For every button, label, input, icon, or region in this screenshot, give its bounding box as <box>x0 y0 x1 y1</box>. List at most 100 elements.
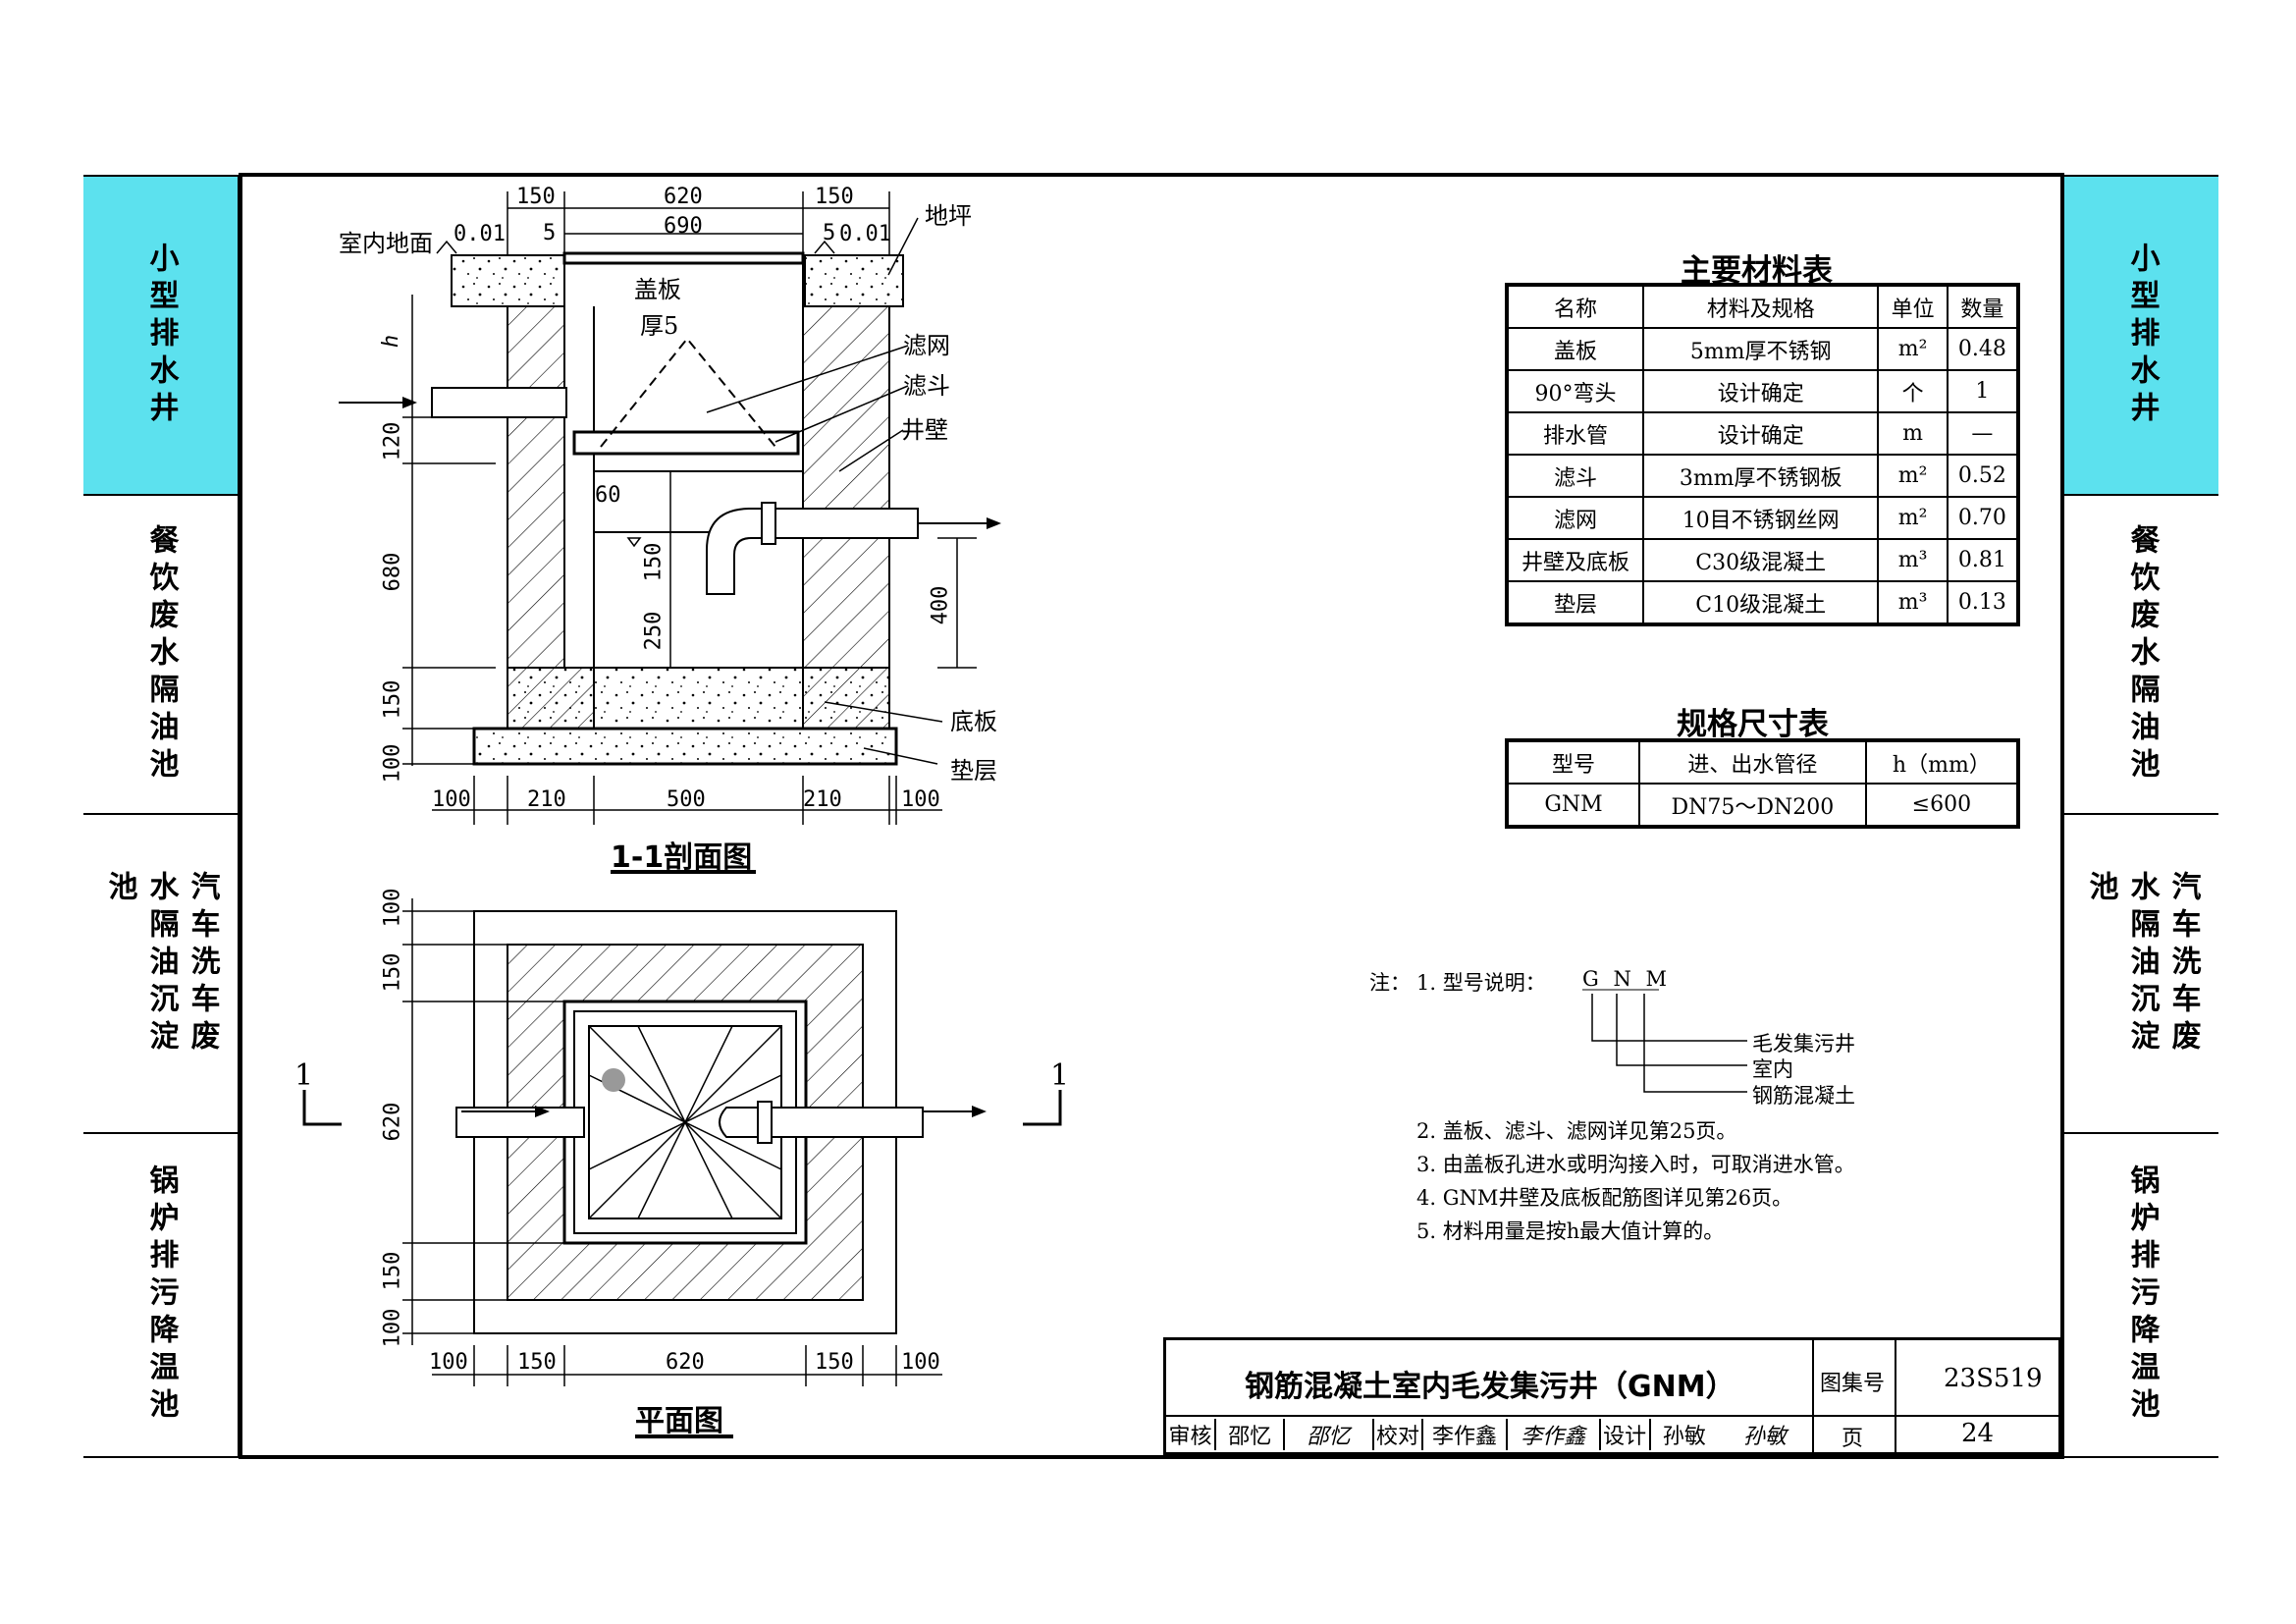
design-label: 设计 <box>1601 1419 1651 1450</box>
table-row: 滤斗 3mm厚不锈钢板 m² 0.52 <box>1506 454 2020 498</box>
dim-bottom-100-left: 100 <box>432 787 471 812</box>
cell: 滤斗 <box>1506 454 1644 498</box>
plan-dim-h100-right: 100 <box>901 1350 940 1375</box>
spec-table: 型号 进、出水管径 h（mm） GNM DN75～DN200 ≤600 <box>1505 738 2020 829</box>
tab-label: 汽车洗车废水隔油沉淀池 <box>2083 870 2201 1057</box>
cell: 0.81 <box>1946 538 2020 582</box>
table-row: 垫层 C10级混凝土 m³ 0.13 <box>1506 580 2020 625</box>
plan-elbow <box>719 1107 759 1138</box>
plan-drain-spot <box>602 1068 625 1092</box>
floor-elev-left: 0.01 <box>454 222 506 246</box>
inlet-pipe <box>431 387 567 418</box>
dim-top-620: 620 <box>664 185 703 209</box>
cushion-label: 垫层 <box>950 757 997 785</box>
dim-bottom-100-right: 100 <box>901 787 940 812</box>
table-row: 排水管 设计确定 m — <box>1506 411 2020 456</box>
designer: 孙敏 <box>1662 1425 1706 1449</box>
dim-60: 60 <box>595 483 621 508</box>
outlet-collar <box>761 502 776 545</box>
model-legend-lines <box>1591 994 1747 1093</box>
dim-680: 680 <box>380 552 405 592</box>
title-block: 钢筋混凝土室内毛发集污井（GNM） 图集号 23S519 页 24 审核 邵忆 … <box>1163 1337 2061 1455</box>
tab-label: 锅炉排污降温池 <box>143 1164 179 1426</box>
plan-outlet-collar <box>757 1101 773 1144</box>
cell: 滤网 <box>1506 496 1644 540</box>
plan-dim-v150-top: 150 <box>380 952 405 993</box>
tab-label: 餐饮废水隔油池 <box>2124 523 2160 785</box>
left-tab-boiler-cooling-tank[interactable]: 锅炉排污降温池 <box>83 1132 238 1458</box>
model-letters: G N M <box>1582 967 1672 991</box>
legend-indoor: 室内 <box>1752 1057 1793 1081</box>
cell: 设计确定 <box>1641 369 1880 413</box>
tab-label: 小型排水井 <box>143 242 179 429</box>
checker-signature: 李作鑫 <box>1508 1419 1601 1450</box>
cover-thick-label: 厚5 <box>640 312 679 340</box>
right-tab-small-drain-well[interactable]: 小型排水井 <box>2064 175 2218 494</box>
bottom-slab <box>507 667 890 730</box>
designer-signature: 孙敏 <box>1743 1425 1788 1449</box>
left-tab-car-wash-trap[interactable]: 汽车洗车废水隔油沉淀池 <box>83 813 238 1132</box>
plan-outlet-pipe <box>765 1107 924 1138</box>
note-2: 2. 盖板、滤斗、滤网详见第25页。 <box>1416 1119 1737 1143</box>
reviewer: 邵忆 <box>1216 1419 1286 1450</box>
tab-label: 锅炉排污降温池 <box>2124 1164 2160 1426</box>
right-tab-boiler-cooling-tank[interactable]: 锅炉排污降温池 <box>2064 1132 2218 1458</box>
cell: GNM <box>1506 783 1640 828</box>
cell: 3mm厚不锈钢板 <box>1641 454 1880 498</box>
filter-basket <box>572 430 800 456</box>
dim-250: 250 <box>641 611 667 651</box>
spec-table-title: 规格尺寸表 <box>1677 707 1829 742</box>
dim-top-150-right: 150 <box>815 185 854 209</box>
tab-label: 汽车洗车废水隔油沉淀池 <box>102 870 220 1057</box>
plan-dim-h620: 620 <box>666 1350 705 1375</box>
table-header-row: 型号 进、出水管径 h（mm） <box>1506 739 2020 785</box>
screen-label: 滤网 <box>903 332 950 359</box>
section-mark-left: 1 <box>294 1058 314 1093</box>
plan-dim-v620: 620 <box>380 1102 405 1142</box>
floor-slab-left <box>451 254 565 307</box>
slab-label: 地坪 <box>925 202 972 230</box>
dim-400: 400 <box>928 585 953 625</box>
cell: C10级混凝土 <box>1641 580 1880 625</box>
header-spec: 材料及规格 <box>1641 284 1880 329</box>
cell: m <box>1877 411 1949 456</box>
tab-label: 小型排水井 <box>2124 242 2160 429</box>
cell: m³ <box>1877 538 1949 582</box>
cell: 个 <box>1877 369 1949 413</box>
tab-label: 餐饮废水隔油池 <box>143 523 179 785</box>
table-row: 盖板 5mm厚不锈钢 m² 0.48 <box>1506 327 2020 371</box>
dim-100: 100 <box>380 743 405 784</box>
cover-label: 盖板 <box>634 276 681 303</box>
dim-top-5-left: 5 <box>543 221 557 245</box>
cell: m² <box>1877 496 1949 540</box>
section-mark-right: 1 <box>1050 1058 1070 1093</box>
note-5: 5. 材料用量是按h最大值计算的。 <box>1416 1219 1725 1243</box>
cover-plate <box>562 251 805 265</box>
legend-hair: 毛发集污井 <box>1752 1032 1855 1056</box>
cell: 5mm厚不锈钢 <box>1641 327 1880 371</box>
plan-dim-v150-bot: 150 <box>380 1251 405 1291</box>
left-tab-strip: 小型排水井 餐饮废水隔油池 汽车洗车废水隔油沉淀池 锅炉排污降温池 <box>83 175 240 1458</box>
drawing-title: 钢筋混凝土室内毛发集污井（GNM） <box>1245 1370 1735 1404</box>
atlas-label: 图集号 <box>1820 1372 1886 1396</box>
bottom-label: 底板 <box>950 708 997 735</box>
left-tab-kitchen-grease-trap[interactable]: 餐饮废水隔油池 <box>83 494 238 813</box>
left-tab-small-drain-well[interactable]: 小型排水井 <box>83 175 238 494</box>
wall-label: 井壁 <box>901 416 948 444</box>
notes-prefix: 注： <box>1369 971 1411 995</box>
cell: 10目不锈钢丝网 <box>1641 496 1880 540</box>
sump-pit-inner <box>593 531 804 669</box>
cell: 1 <box>1946 369 2020 413</box>
table-row: 滤网 10目不锈钢丝网 m² 0.70 <box>1506 496 2020 540</box>
dim-150-inner: 150 <box>641 542 667 582</box>
plan-dim-h100-left: 100 <box>429 1350 468 1375</box>
table-header-row: 名称 材料及规格 单位 数量 <box>1506 284 2020 329</box>
outlet-pipe <box>770 508 919 539</box>
right-tab-car-wash-trap[interactable]: 汽车洗车废水隔油沉淀池 <box>2064 813 2218 1132</box>
plan-dim-v100-top: 100 <box>380 888 405 928</box>
right-tab-kitchen-grease-trap[interactable]: 餐饮废水隔油池 <box>2064 494 2218 813</box>
checker: 李作鑫 <box>1423 1419 1508 1450</box>
dim-bottom-210-left: 210 <box>527 787 566 812</box>
cell: 0.52 <box>1946 454 2020 498</box>
plan-view <box>302 898 1062 1438</box>
